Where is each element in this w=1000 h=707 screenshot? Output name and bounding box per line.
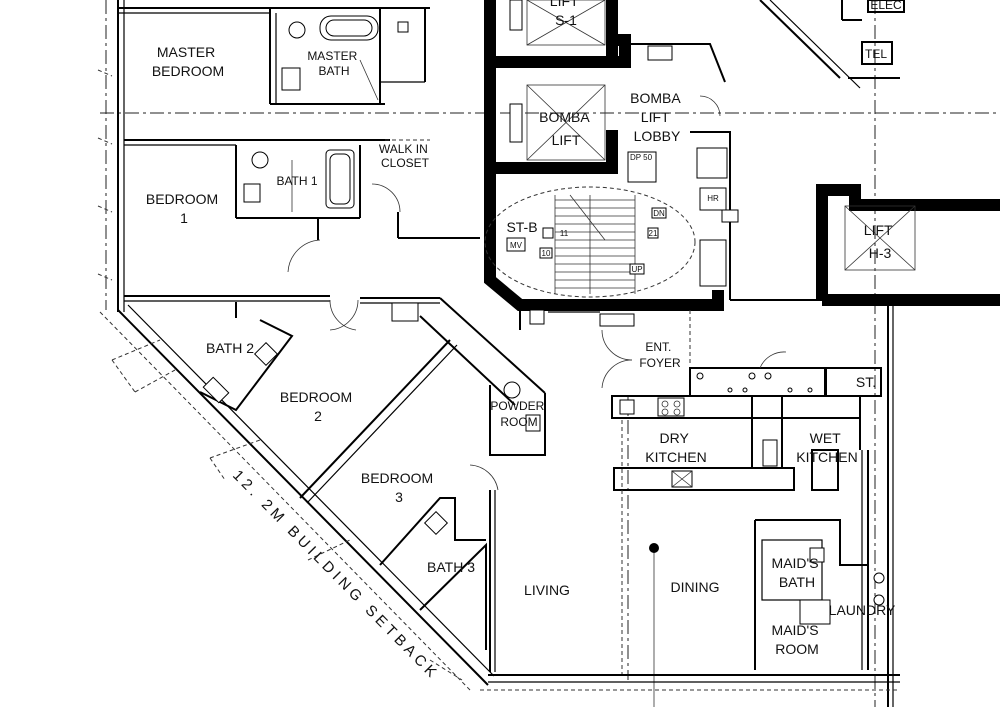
lift-h3-car bbox=[844, 205, 916, 271]
label-lift-h3: LIFT H-3 bbox=[864, 222, 896, 261]
label-riser-10: 10 bbox=[542, 249, 551, 258]
label-bomba-lift-lobby: BOMBA LIFT LOBBY bbox=[630, 90, 684, 144]
wing-east bbox=[480, 299, 900, 707]
label-walk-in-closet: WALK IN CLOSET bbox=[379, 142, 431, 170]
bath2-basin-icon bbox=[253, 341, 279, 367]
label-bomba-lift: BOMBA LIFT bbox=[539, 109, 593, 148]
stair-treads bbox=[554, 194, 636, 294]
riser-duct bbox=[627, 151, 657, 183]
fire-hose-reel-icon bbox=[647, 45, 673, 61]
room-labels: MASTER BEDROOM MASTER BATH WALK IN CLOSE… bbox=[146, 44, 896, 657]
core bbox=[484, 0, 1000, 311]
kitchen-counter-north bbox=[689, 367, 826, 397]
bomba-lift-car bbox=[526, 84, 606, 161]
label-bedroom-2: BEDROOM 2 bbox=[280, 389, 356, 424]
powder-toilet-icon bbox=[503, 381, 521, 399]
elec-room bbox=[867, 0, 905, 13]
label-master-bath: MASTER BATH bbox=[307, 49, 360, 78]
setback-zone bbox=[97, 69, 463, 681]
label-living: LIVING bbox=[524, 582, 570, 598]
label-store: ST. bbox=[856, 374, 876, 390]
riser-shaft bbox=[696, 147, 728, 179]
grid-marker bbox=[649, 543, 659, 553]
label-dp50: DP 50 bbox=[630, 153, 653, 162]
washer-icon bbox=[873, 572, 885, 584]
label-hr: HR bbox=[707, 194, 719, 203]
maids-basin-icon bbox=[809, 547, 825, 563]
tel-room bbox=[861, 41, 893, 65]
core-labels: LIFT S-1 BOMBA LIFT BOMBA LIFT LOBBY ST-… bbox=[506, 0, 902, 274]
label-wet-kitchen: WET KITCHEN bbox=[796, 430, 857, 465]
label-stair-up: UP bbox=[631, 265, 642, 274]
label-bath-1: BATH 1 bbox=[276, 174, 317, 188]
bath1-toilet-icon bbox=[251, 151, 269, 169]
label-dining: DINING bbox=[671, 579, 720, 595]
label-bath-2: BATH 2 bbox=[206, 340, 254, 356]
wing-south-west bbox=[99, 297, 546, 691]
label-ent-foyer: ENT. FOYER bbox=[639, 340, 681, 370]
toilet-icon bbox=[288, 21, 306, 39]
stair-pressurisation-zone bbox=[484, 186, 696, 298]
label-stair-b: ST-B bbox=[506, 219, 537, 235]
label-mv: MV bbox=[510, 241, 523, 250]
label-laundry: LAUNDRY bbox=[829, 602, 896, 618]
sink-icon bbox=[281, 67, 301, 91]
mv-tag bbox=[506, 237, 526, 252]
label-riser-21: 21 bbox=[649, 229, 658, 238]
label-bedroom-1: BEDROOM 1 bbox=[146, 191, 222, 226]
label-bath-3: BATH 3 bbox=[427, 559, 475, 575]
lift-s1-car bbox=[526, 0, 606, 46]
label-tel: TEL bbox=[865, 47, 887, 61]
label-riser-11: 11 bbox=[560, 229, 569, 238]
maids-bath-block bbox=[761, 539, 823, 601]
dryer-icon bbox=[873, 594, 885, 606]
label-master-bedroom: MASTER BEDROOM bbox=[152, 44, 224, 79]
label-maids-bath: MAID'S BATH bbox=[772, 555, 823, 590]
label-bedroom-3: BEDROOM 3 bbox=[361, 470, 437, 505]
wet-kitchen-sink-icon bbox=[762, 439, 778, 467]
wing-north-west bbox=[117, 0, 480, 331]
label-elec: ELEC bbox=[870, 0, 902, 12]
cooktop-icon bbox=[657, 397, 685, 417]
label-powder-room: POWDER ROOM bbox=[490, 399, 547, 429]
kitchen-island bbox=[613, 467, 795, 491]
label-stair-dn: DN bbox=[653, 209, 665, 218]
grid-lines bbox=[100, 0, 1000, 707]
bath3-basin-icon bbox=[423, 510, 449, 536]
label-dry-kitchen: DRY KITCHEN bbox=[645, 430, 706, 465]
wardrobe-icon bbox=[391, 302, 419, 322]
dry-kitchen-counter bbox=[611, 395, 861, 419]
label-maids-room: MAID'S ROOM bbox=[772, 622, 823, 657]
label-building-setback: 12. 2M BUILDING SETBACK bbox=[229, 467, 442, 684]
label-lift-s1: LIFT S-1 bbox=[550, 0, 582, 28]
